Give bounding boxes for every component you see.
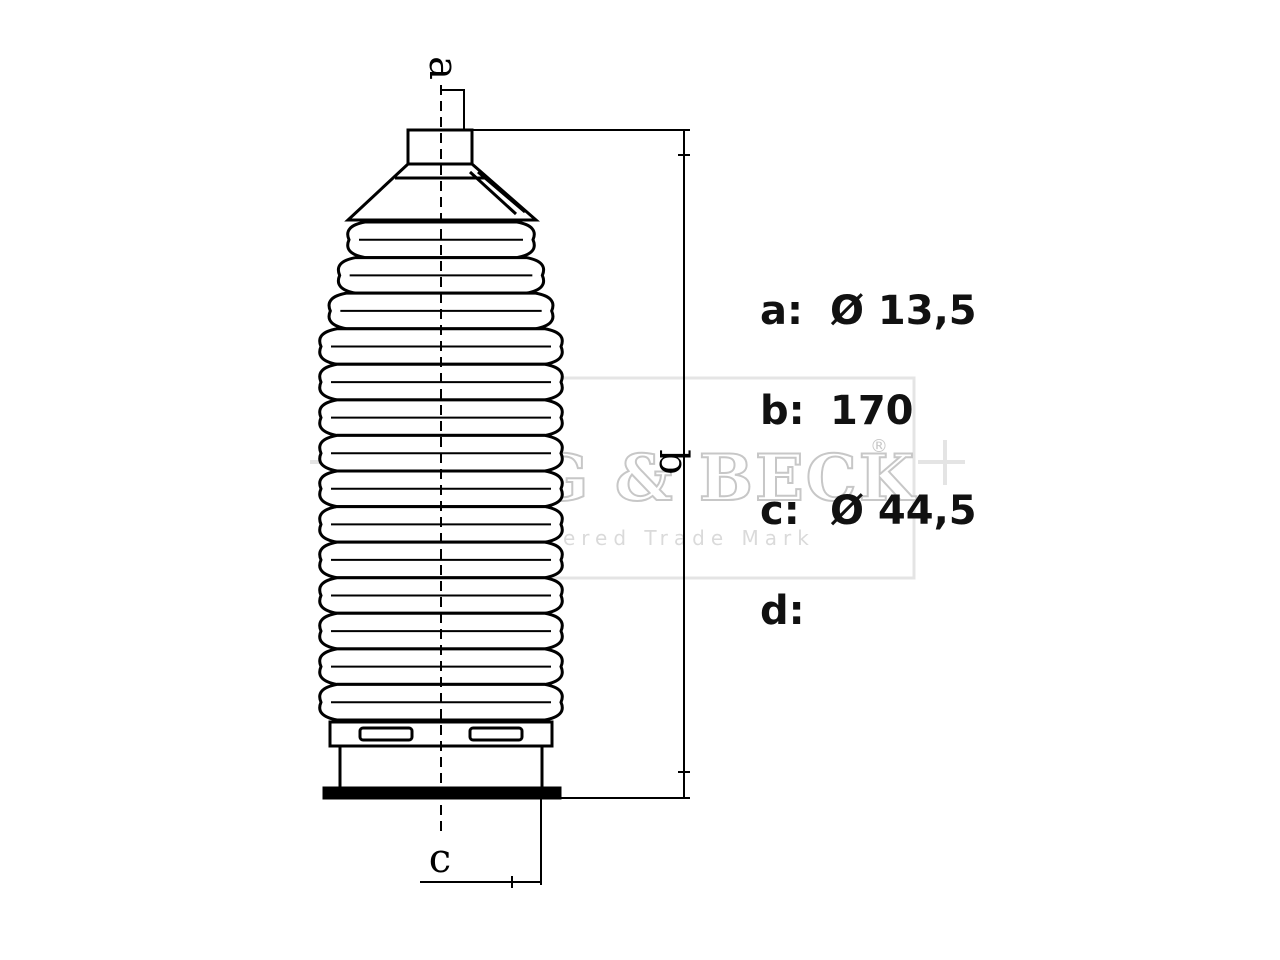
dimension-b [472,129,690,799]
spec-key-d: d: [760,588,805,634]
spec-row-d: d: [760,588,830,634]
dimension-b-letter: b [650,449,696,475]
spec-key-b: b: [760,388,805,434]
spec-value-a: Ø 13,5 [830,288,977,334]
spec-value-b: 170 [830,388,914,434]
dimension-a [441,89,465,130]
bellows-convolutions [318,220,564,722]
spec-key-c: c: [760,488,800,534]
watermark-registered-mark: ® [870,436,888,457]
dimension-c [420,798,542,888]
spec-value-c: Ø 44,5 [830,488,977,534]
spec-key-a: a: [760,288,803,334]
dimension-c-letter: c [429,836,451,882]
dimension-a-letter: a [420,56,466,80]
spec-row-b: b: 170 [760,388,914,434]
cone-hatch-2 [468,170,518,216]
spec-row-a: a: Ø 13,5 [760,288,977,334]
spec-row-c: c: Ø 44,5 [760,488,977,534]
cone-hatch-1 [477,170,526,214]
bottom-clip-left [358,726,414,742]
bottom-clip-right [468,726,524,742]
